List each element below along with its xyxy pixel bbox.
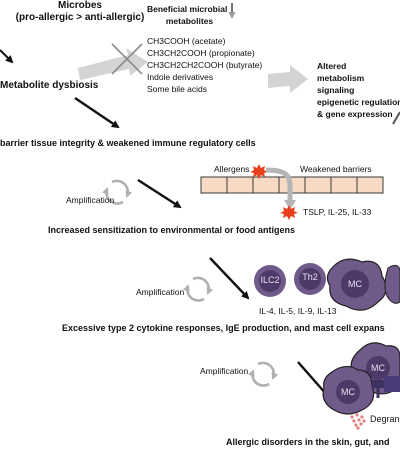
allergic-disorders-label: Allergic disorders in the skin, gut, and [226, 437, 390, 447]
metabolite-item: Indole derivatives [147, 72, 214, 82]
tslp-label: TSLP, IL-25, IL-33 [303, 207, 372, 217]
amplification-label-1: Amplification [66, 195, 115, 205]
metabolite-item: CH3CH2COOH (propionate) [147, 48, 255, 58]
allergen-starburst-icon [250, 164, 268, 179]
ige-receptor-icon [372, 376, 400, 398]
mast-cell-edge [384, 264, 400, 304]
arrow-dysbiosis-barrier [74, 97, 120, 129]
gray-arrow-altered [268, 65, 308, 93]
mast-cell-row4-bottom [322, 365, 375, 415]
ilc2-cell [254, 265, 286, 297]
metabolite-dysbiosis-label: Metabolite dysbiosis [0, 80, 99, 91]
mc-label-row4-bottom: MC [341, 387, 355, 397]
amplification-label-3: Amplification [200, 366, 249, 376]
amplification-cycle-icon-2 [183, 276, 214, 302]
arrow-type2 [209, 257, 250, 300]
allergen-path-arrowhead [284, 200, 296, 210]
mast-cell-row3 [326, 258, 387, 311]
metabolite-item: CH3CH2CH2COOH (butyrate) [147, 60, 263, 70]
metabolites-heading-1: Beneficial microbial [147, 4, 228, 14]
mc-label-row3: MC [348, 279, 362, 289]
th2-cell [294, 263, 326, 295]
metabolite-item: CH3COOH (acetate) [147, 36, 226, 46]
barrier-integrity-label: barrier tissue integrity & weakened immu… [0, 138, 256, 148]
metabolite-item: Some bile acids [147, 84, 208, 94]
altered-line: epigenetic regulation [317, 97, 400, 107]
microbes-subtitle: (pro-allergic > anti-allergic) [15, 12, 145, 23]
th2-label: Th2 [302, 272, 318, 282]
degranulation-dots [350, 413, 366, 430]
allergens-label: Allergens [214, 164, 250, 174]
sensitization-label: Increased sensitization to environmental… [48, 225, 296, 235]
amplification-cycle-icon-3 [248, 361, 279, 387]
microbes-title: Microbes [58, 0, 102, 11]
altered-line: & gene expression [317, 109, 393, 119]
barrier-cells [200, 176, 384, 194]
type2-response-label: Excessive type 2 cytokine responses, IgE… [62, 323, 385, 333]
arrow-sensitization [137, 178, 182, 209]
amplification-cycle-icon-1 [102, 179, 133, 205]
arrow-top-left [0, 49, 14, 64]
cytokines-label: IL-4, IL-5, IL-9, IL-13 [259, 306, 337, 316]
ilc2-label: ILC2 [260, 275, 280, 285]
cross-line-b [111, 43, 143, 75]
altered-line: Altered [317, 61, 347, 71]
altered-line: signaling [317, 85, 355, 95]
arrow-right-edge [392, 111, 400, 125]
amplification-label-2: Amplification [136, 287, 185, 297]
degranulation-label: Degran [370, 414, 400, 424]
weakened-barriers-label: Weakened barriers [300, 164, 372, 174]
metabolites-heading-2: metabolites [165, 16, 214, 26]
allergen-path-arrow [265, 167, 293, 203]
gray-arrow-microbes [78, 48, 148, 80]
mc-label-row4-top: MC [371, 363, 385, 373]
altered-line: metabolism [317, 73, 365, 83]
allergen-starburst-small-icon [280, 205, 298, 220]
